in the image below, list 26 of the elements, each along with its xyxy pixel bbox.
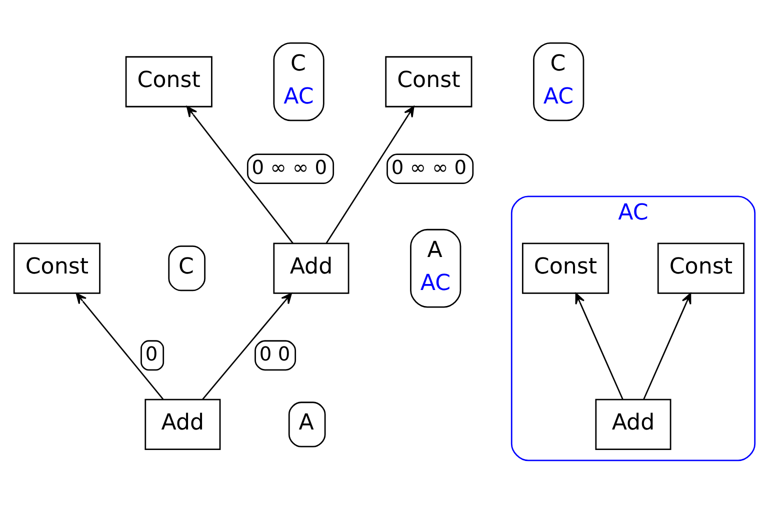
node-box: Const — [125, 56, 212, 107]
node-box: Const — [522, 242, 610, 294]
edge-label: 0 0 — [259, 342, 290, 365]
node-box: Add — [595, 398, 672, 450]
arrow — [186, 106, 294, 244]
arrow — [202, 292, 292, 400]
edge-label: 0 ∞ ∞ 0 — [391, 155, 467, 178]
node-label: C — [290, 50, 306, 76]
node-box: Add — [273, 242, 350, 294]
node-label: AC — [284, 83, 314, 110]
node-box: Const — [657, 242, 744, 294]
node-label: A — [427, 236, 442, 262]
node-box: Const — [385, 56, 472, 107]
arrow — [76, 292, 164, 400]
node-box: Add — [144, 398, 221, 450]
arrow — [643, 292, 692, 399]
node-label: C — [550, 50, 566, 76]
node-box: Const — [13, 242, 100, 294]
node-label: AC — [543, 83, 574, 110]
arrow — [575, 292, 624, 399]
edge-label: 0 ∞ ∞ 0 — [252, 155, 328, 178]
node-label: A — [298, 409, 314, 436]
node-label: C — [178, 253, 194, 280]
arrow — [326, 106, 414, 244]
node-label: AC — [420, 270, 451, 296]
edge-label: 0 — [145, 342, 158, 365]
